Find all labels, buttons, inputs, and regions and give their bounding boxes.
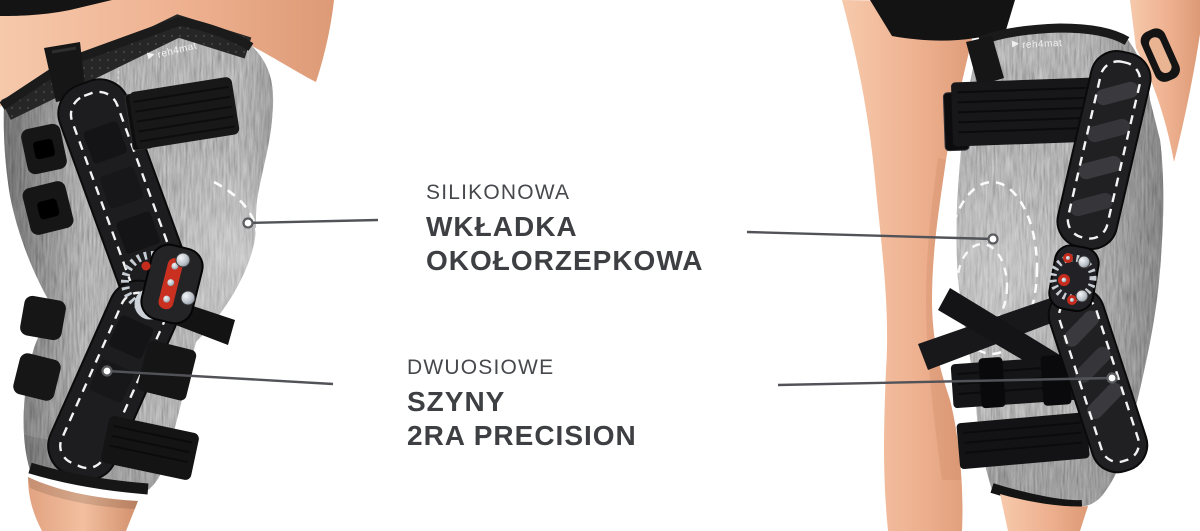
callout-title-line: SZYNY bbox=[407, 386, 506, 417]
shorts-edge bbox=[870, 0, 1015, 41]
callout-title-line: 2RA PRECISION bbox=[407, 420, 637, 451]
brand-logo-icon bbox=[146, 52, 155, 60]
right-pull-tab bbox=[1140, 28, 1180, 82]
tab-stitch bbox=[51, 46, 77, 54]
left-pull-tab bbox=[966, 36, 1004, 86]
lower-calf-strap bbox=[101, 416, 199, 480]
shorts-edge bbox=[0, 0, 112, 16]
callout-title-line: OKOŁORZEPKOWA bbox=[426, 245, 704, 276]
thigh-strap bbox=[942, 77, 1101, 152]
hinge-mechanism bbox=[121, 243, 204, 325]
calf-shadow bbox=[28, 477, 138, 509]
left-calf-skin bbox=[28, 477, 138, 531]
patellar-dashed-oval bbox=[945, 180, 1039, 356]
bottom-trim bbox=[28, 462, 149, 495]
callout-biaxial-splints: DWUOSIOWE SZYNY 2RA PRECISION bbox=[407, 356, 637, 453]
lower-calf-strap bbox=[956, 412, 1090, 469]
callout-patellar-insert: SILIKONOWA WKŁADKA OKOŁORZEPKOWA bbox=[426, 181, 703, 278]
callout-eyebrow: DWUOSIOWE bbox=[407, 356, 555, 379]
callout-title-line: WKŁADKA bbox=[426, 211, 578, 242]
left-brace-illustration: reh4mat bbox=[0, 0, 334, 531]
hinge-mechanism bbox=[1048, 244, 1100, 312]
brand-logo: reh4mat bbox=[1011, 38, 1063, 51]
brand-logo-icon bbox=[1011, 40, 1019, 48]
callout-eyebrow: SILIKONOWA bbox=[426, 181, 571, 204]
side-buckle-tabs bbox=[13, 123, 74, 401]
cross-strap-b bbox=[938, 288, 1068, 382]
patellar-inner-dashed-oval bbox=[955, 242, 1009, 330]
left-thigh-skin bbox=[0, 0, 334, 107]
left-brace-photo: reh4mat bbox=[0, 0, 340, 531]
right-brace-photo: reh4mat bbox=[830, 0, 1200, 531]
upper-splint bbox=[1056, 49, 1152, 251]
upper-splint bbox=[57, 78, 190, 307]
bottom-trim bbox=[990, 483, 1083, 511]
brand-logo-text: reh4mat bbox=[1022, 38, 1063, 51]
braced-calf-skin bbox=[1000, 494, 1088, 531]
thigh-strap bbox=[124, 77, 240, 151]
top-trim bbox=[978, 23, 1130, 46]
right-brace-illustration: reh4mat bbox=[842, 0, 1200, 531]
top-trim bbox=[0, 16, 254, 110]
